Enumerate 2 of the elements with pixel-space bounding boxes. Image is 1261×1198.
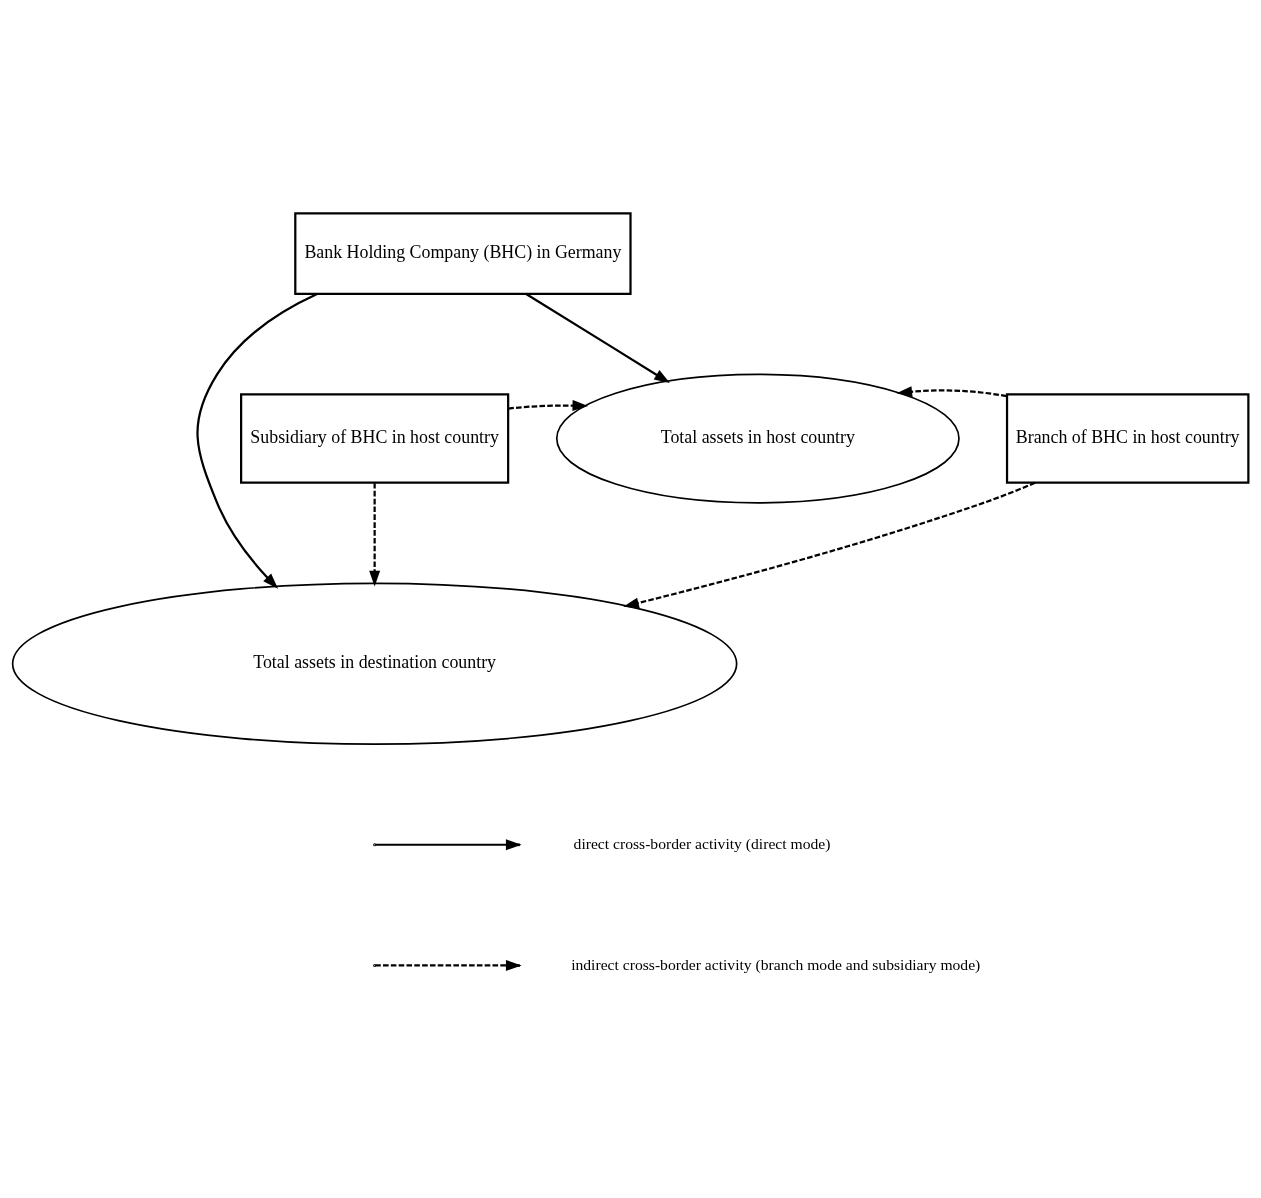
legend-label: indirect cross-border activity (branch mode and subsidiary mode) bbox=[571, 955, 981, 973]
legend-label: direct cross-border activity (direct mode) bbox=[573, 834, 831, 852]
